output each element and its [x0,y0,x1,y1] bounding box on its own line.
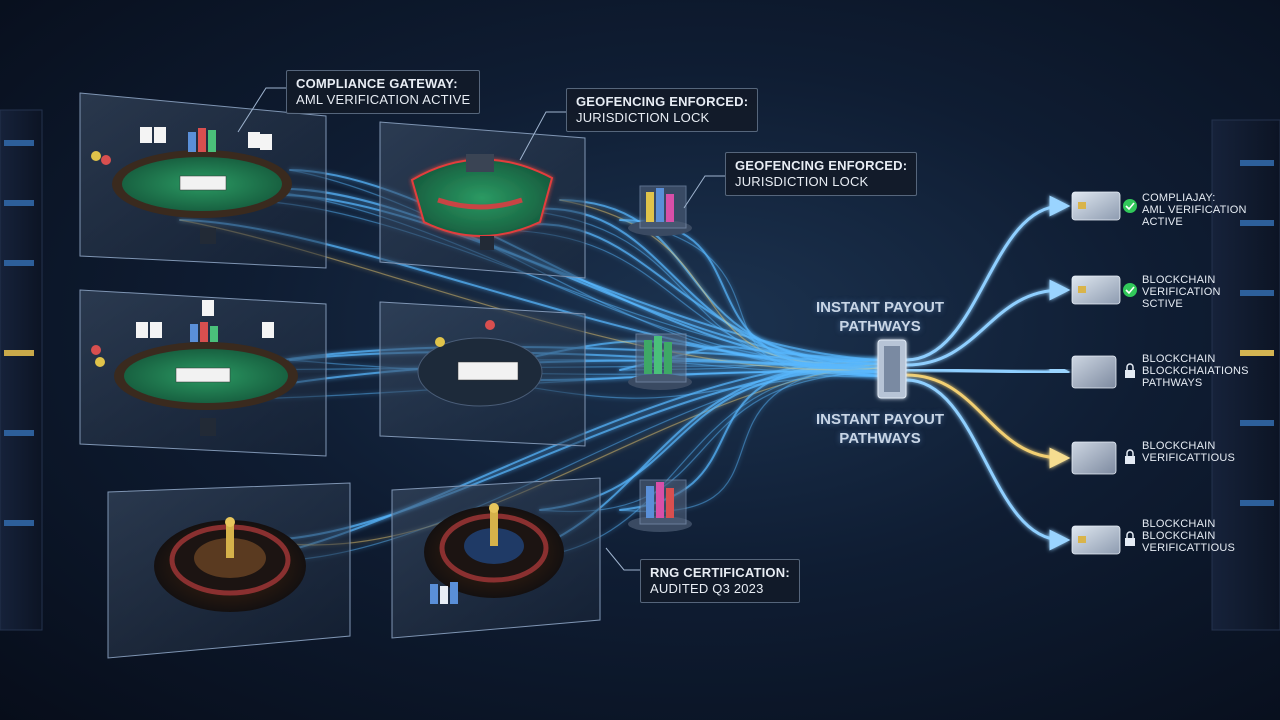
payout-line: BLOCKCHAIN [1142,274,1216,286]
lock-icon [1125,531,1135,546]
payout-line: ACTIVE [1142,216,1183,228]
chip-stack-platform-bottom [628,479,692,532]
poker-panel-small [379,301,586,447]
hub-label-line: INSTANT PAYOUT [815,299,945,316]
poker-panel-middle [79,289,327,457]
geofencing-callout-2: GEOFENCING ENFORCED: JURISDICTION LOCK [725,152,918,196]
callout-title: GEOFENCING ENFORCED: [576,94,749,109]
roulette-panel-right [391,477,601,639]
server-rack-left [0,109,43,631]
callout-detail: AML VERIFICATION ACTIVE [296,92,471,107]
data-stream-line [619,219,881,378]
payout-line: BLOCKCHAIN [1142,353,1216,365]
credit-card-icon [1071,275,1121,305]
credit-card-icon [1071,525,1121,555]
payout-line: BLOCKCHAIN [1142,530,1216,542]
callout-title: COMPLIANCE GATEWAY: [296,76,458,91]
roulette-panel-left [107,482,351,659]
hub-label-bottom: INSTANT PAYOUT PATHWAYS [790,410,970,448]
poker-panel-top [79,92,327,269]
hub-label-top: INSTANT PAYOUT PATHWAYS [790,298,970,336]
geofencing-callout-1: GEOFENCING ENFORCED: JURISDICTION LOCK [566,88,759,132]
compliance-gateway-callout: COMPLIANCE GATEWAY: AML VERIFICATION ACT… [286,70,481,114]
callout-detail: AUDITED Q3 2023 [650,581,764,596]
check-icon [1123,283,1137,297]
payout-label-1: COMPLIAJAY: AML VERIFICATION ACTIVE [1142,192,1247,228]
server-rack-right [1211,119,1280,631]
payout-label-2: BLOCKCHAIN VERIFICATION SCTIVE [1142,274,1221,310]
payout-path-arrow [904,195,1071,362]
check-icon [1123,199,1137,213]
chip-stack-platform-middle [628,333,692,390]
hub-label-line: INSTANT PAYOUT [815,411,945,428]
payout-line: AML VERIFICATION [1142,204,1247,216]
callout-detail: JURISDICTION LOCK [735,174,869,189]
callout-leaders [237,87,725,571]
payout-line: BLOCKCHAIN [1142,440,1216,452]
data-stream-line [519,209,881,377]
payout-path-arrow [904,361,1071,383]
payout-line: PATHWAYS [1142,377,1203,389]
payout-line: COMPLIAJAY: [1142,192,1216,204]
lock-icon [1125,363,1135,378]
wallet-icon [1071,441,1117,475]
payout-line: VERIFICATTIOUS [1142,542,1236,554]
payout-line: BLOCKCHAIATIONS [1142,365,1249,377]
wallet-icon [1071,355,1117,389]
hub-label-line: PATHWAYS [839,318,921,335]
rng-certification-callout: RNG CERTIFICATION: AUDITED Q3 2023 [640,559,800,603]
lock-icon [1125,449,1135,464]
payout-label-4: BLOCKCHAIN VERIFICATTIOUS [1142,440,1235,464]
credit-card-icon [1071,191,1121,221]
payout-path-arrow [904,373,1071,469]
callout-title: GEOFENCING ENFORCED: [735,158,908,173]
payout-line: VERIFICATION [1142,286,1221,298]
chip-stack-platform-top [628,185,692,236]
payout-icons [1071,191,1137,555]
data-stream-line [539,371,881,512]
callout-title: RNG CERTIFICATION: [650,565,790,580]
blackjack-panel-top [379,121,586,279]
payout-line: BLOCKCHAIN [1142,518,1216,530]
hub-label-line: PATHWAYS [839,430,921,447]
payout-path-arrow [904,378,1071,551]
callout-detail: JURISDICTION LOCK [576,110,710,125]
payout-path-arrow [904,279,1071,367]
payout-hub-connector [877,339,907,399]
payout-label-5: BLOCKCHAIN BLOCKCHAIN VERIFICATTIOUS [1142,518,1235,554]
payout-label-3: BLOCKCHAIN BLOCKCHAIATIONS PATHWAYS [1142,353,1249,389]
payout-line: SCTIVE [1142,298,1183,310]
payout-line: VERIFICATTIOUS [1142,452,1236,464]
